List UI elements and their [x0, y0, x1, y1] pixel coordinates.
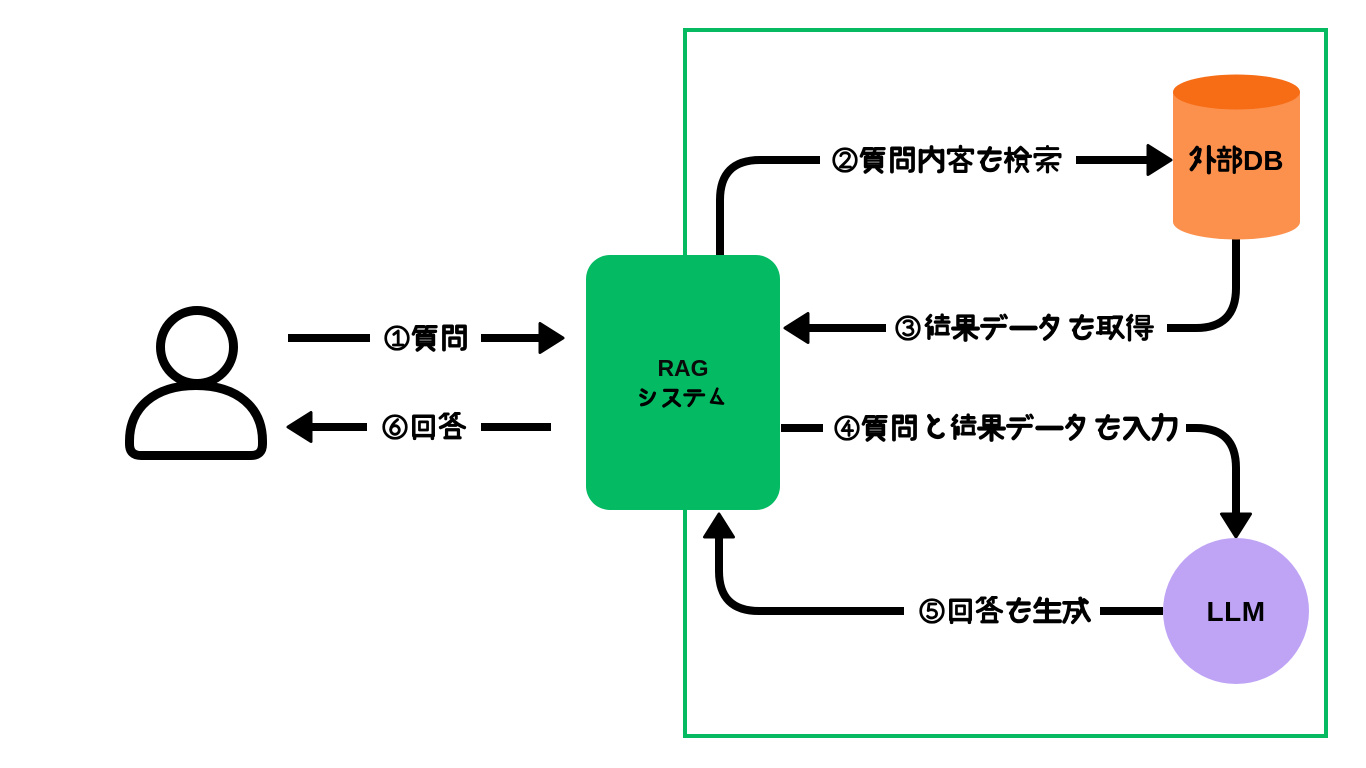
svg-text:RAG: RAG [657, 355, 708, 381]
svg-text:DB: DB [1243, 145, 1283, 176]
svg-text:LLM: LLM [1206, 596, 1265, 627]
